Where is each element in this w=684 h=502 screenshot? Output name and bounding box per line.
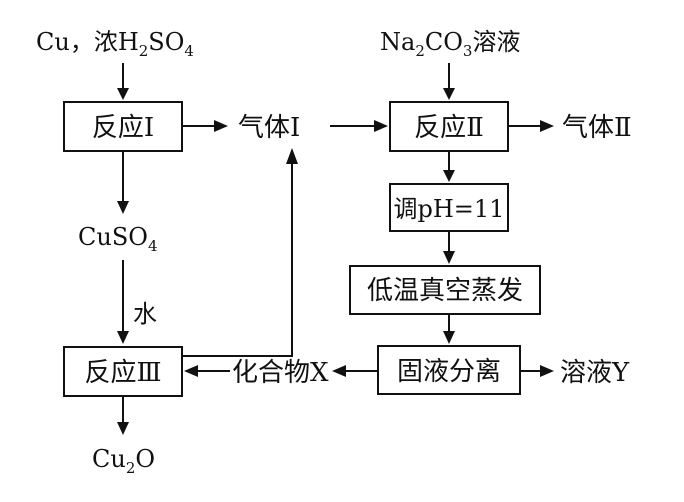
- arrowhead-sep-to-solution-y: [540, 365, 554, 377]
- arrowhead-r1-to-cuso4: [117, 201, 129, 214]
- cu2o-label: Cu2O: [92, 445, 155, 477]
- arrowhead-r1-to-gas1: [214, 120, 228, 132]
- arrowhead-ph-to-evap: [443, 251, 455, 264]
- arrowhead-compound-x-to-r3: [184, 365, 198, 377]
- gas-1-label: 气体Ⅰ: [238, 113, 300, 143]
- reactant-cu-h2so4-label: Cu，浓H2SO4: [36, 28, 194, 60]
- gas-2-label: 气体Ⅱ: [562, 113, 632, 143]
- reaction-2-label: 反应Ⅱ: [414, 113, 484, 143]
- adjust-ph-label: 调pH=11: [394, 195, 505, 223]
- arrowhead-r2-to-ph: [443, 170, 455, 182]
- solid-liquid-separation-label: 固液分离: [397, 357, 501, 387]
- arrowhead-r3-to-cu2o: [117, 422, 129, 435]
- solid-liquid-separation-box: [377, 345, 521, 395]
- arrowhead-sep-to-compound-x: [332, 365, 346, 377]
- reaction-3-label: 反应Ⅲ: [84, 358, 161, 388]
- na2co3-solution-label: Na2CO3溶液: [380, 28, 520, 60]
- water-label: 水: [133, 300, 157, 328]
- arrowhead-h2so4-to-r1: [117, 88, 129, 100]
- arrowhead-na2co3-to-r2: [443, 88, 455, 100]
- compound-x-label: 化合物X: [232, 358, 329, 388]
- vacuum-evaporation-box: [349, 265, 541, 315]
- vacuum-evaporation-label: 低温真空蒸发: [367, 276, 523, 306]
- arrow-line-r3-to-gas1: [182, 164, 293, 357]
- arrowhead-r3-to-gas1: [286, 148, 298, 164]
- reaction-1-label: 反应Ⅰ: [92, 113, 154, 143]
- solution-y-label: 溶液Y: [560, 358, 630, 388]
- arrowhead-r2-to-gas2: [540, 120, 554, 132]
- arrowhead-gas1-to-r2: [374, 120, 388, 132]
- arrowhead-evap-to-sep: [443, 331, 455, 344]
- cuso4-label: CuSO4: [78, 223, 157, 255]
- reaction-2-box: [389, 101, 509, 152]
- arrowhead-cuso4-to-r3: [117, 331, 129, 344]
